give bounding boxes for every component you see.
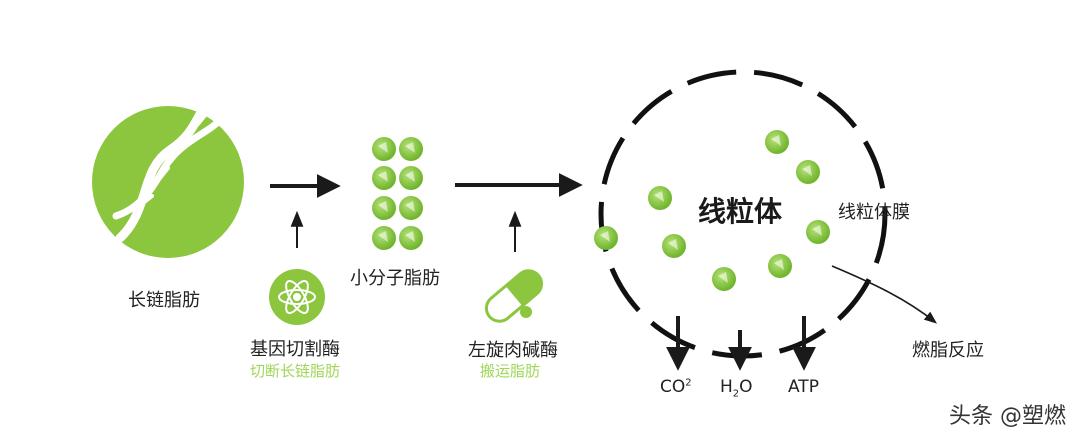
small-molecule [372,137,396,161]
label-mitochondria: 线粒体 [698,195,783,228]
small-molecule [372,166,396,190]
small-molecule [372,226,396,250]
mito-molecule [648,186,672,210]
small-molecule [399,166,423,190]
mito-molecule [796,160,820,184]
dna-circle-icon [92,91,244,258]
mito-molecule [712,267,736,291]
small-molecule-grid [372,137,423,250]
product-atp: ATP [788,377,819,397]
product-co2: CO2 [660,377,692,397]
label-gene-cutting-enzyme: 基因切割酶 [250,339,340,360]
label-l-carnitine: 左旋肉碱酶 [468,340,558,361]
atom-icon [269,269,325,325]
label-gene-cutting-enzyme-sub: 切断长链脂肪 [250,362,341,380]
watermark: 头条 @塑燃 [949,404,1066,429]
small-molecule [399,196,423,220]
capsule-icon [484,269,544,323]
label-small-molecule-fat: 小分子脂肪 [350,268,440,289]
product-co2-mark: 2 [685,377,692,389]
product-co2-base: CO [660,377,686,397]
pill-dot-icon [520,306,532,318]
product-h2o-sub: 2 [732,388,740,400]
small-molecule [399,226,423,250]
mito-molecule [662,234,686,258]
product-h2o-b: O [739,377,753,397]
product-h2o: H2O [720,377,753,399]
label-mitochondria-membrane: 线粒体膜 [838,202,910,223]
label-long-chain-fat: 长链脂肪 [128,290,200,311]
small-molecule [399,137,423,161]
mito-molecule [768,254,792,278]
label-l-carnitine-sub: 搬运脂肪 [480,362,541,380]
arrow-fat-burning [831,265,937,324]
mito-molecule [594,226,618,250]
small-molecule [372,196,396,220]
mito-molecule [765,130,789,154]
product-h2o-a: H [720,377,733,397]
label-fat-burning-reaction: 燃脂反应 [912,340,984,361]
mito-molecule [806,220,830,244]
